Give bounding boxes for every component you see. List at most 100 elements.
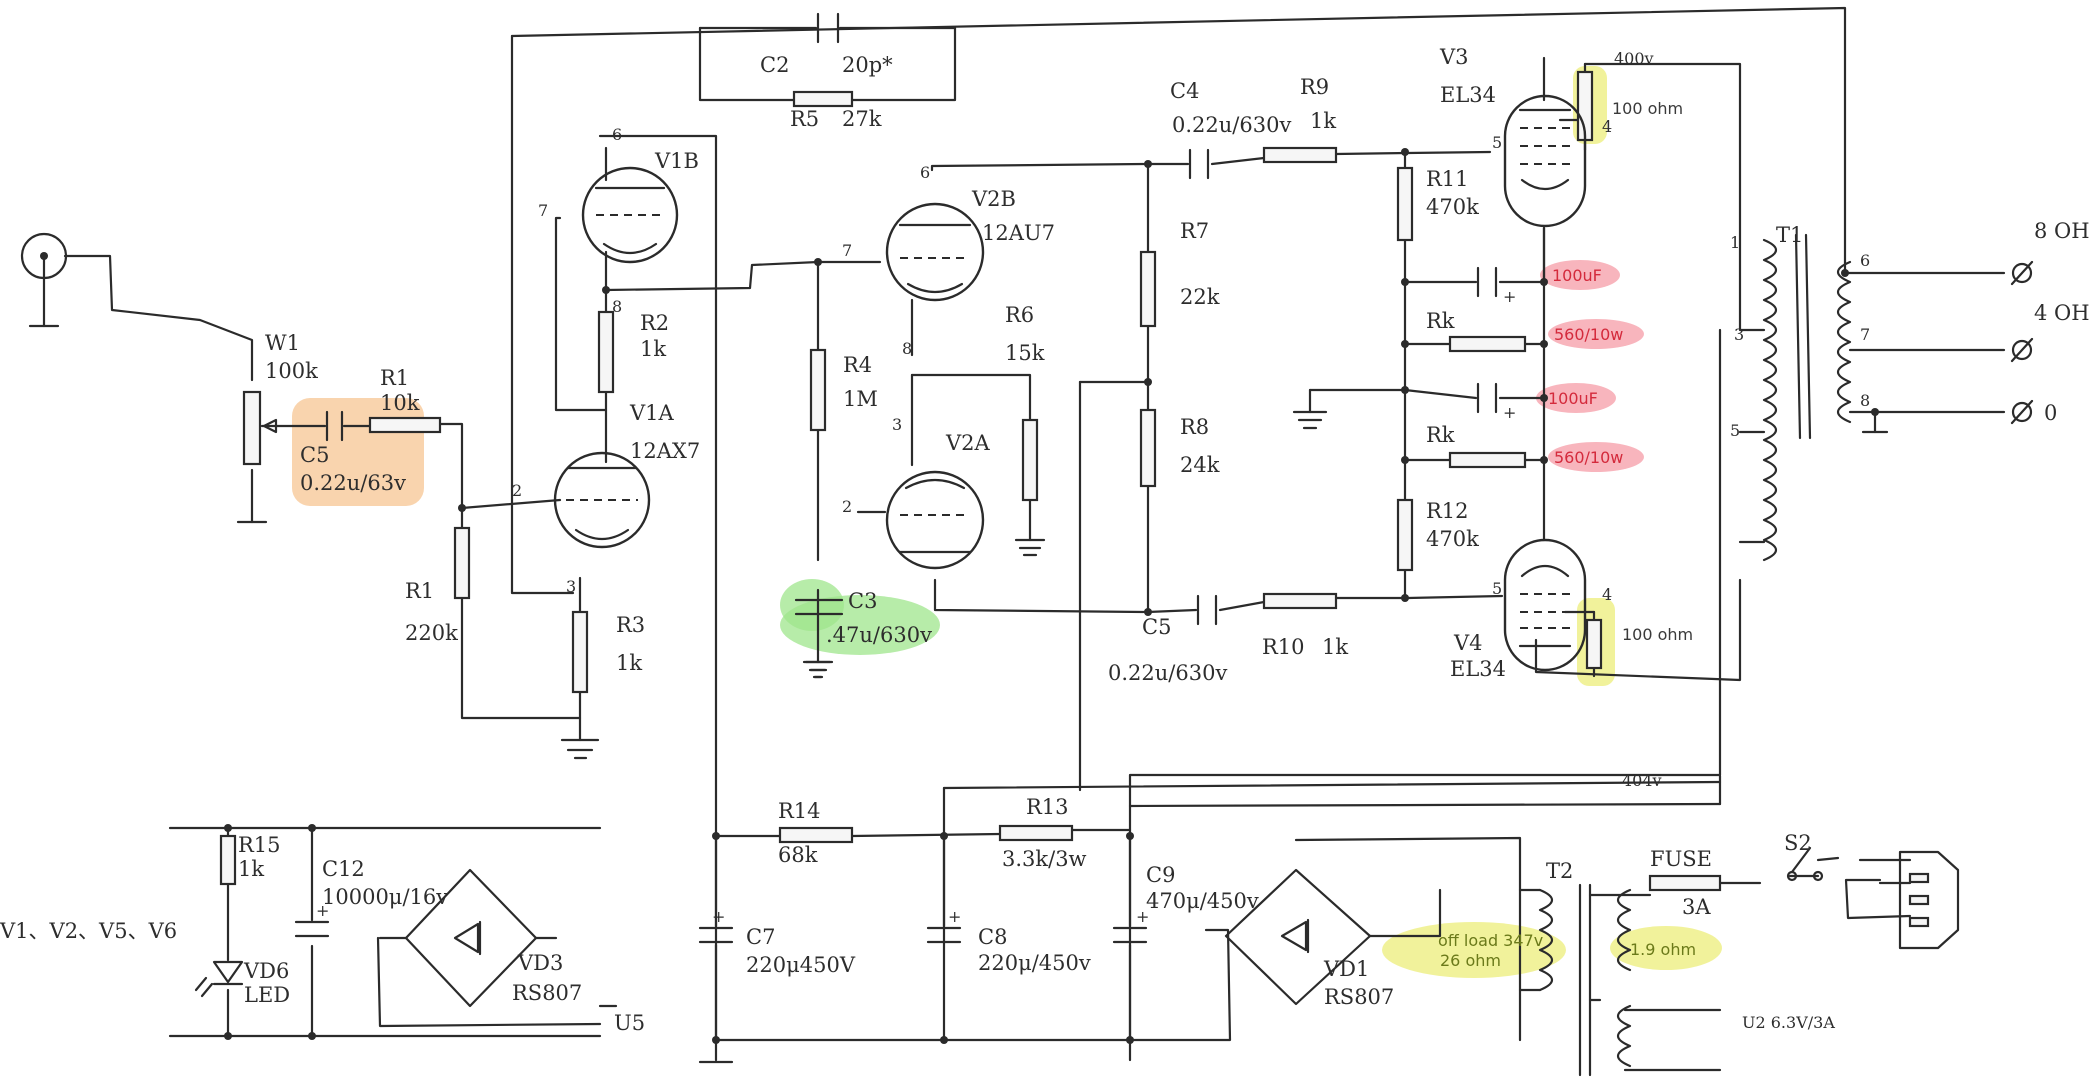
- label-c9: C9: [1146, 863, 1175, 887]
- polarity-plus-2: +: [1503, 403, 1516, 422]
- label-c8: C8: [978, 925, 1007, 949]
- label-c12: C12: [322, 857, 365, 881]
- note-t2-primary: off load 347v: [1438, 931, 1543, 950]
- highlight-rk-top2: [1548, 442, 1644, 472]
- pin-v3-4: 4: [1602, 117, 1612, 136]
- label-r9: R9: [1300, 75, 1329, 99]
- label-vd3-value: RS807: [512, 981, 582, 1005]
- resistor-rk1: [1448, 335, 1527, 353]
- note-screen-v4: 100 ohm: [1622, 625, 1693, 644]
- resistor-r4: [809, 348, 827, 432]
- label-v1a: V1A: [629, 401, 675, 425]
- capacitor-c3: [794, 598, 844, 616]
- label-v1a-type: 12AX7: [630, 439, 700, 463]
- label-v2b: V2B: [971, 187, 1016, 211]
- label-v4-type: EL34: [1450, 657, 1506, 681]
- pin-v2b-8: 8: [902, 339, 912, 358]
- label-v1b: V1B: [654, 149, 699, 173]
- resistor-r11: [1396, 166, 1414, 242]
- label-r14-value: 68k: [778, 843, 818, 867]
- label-u5: U5: [614, 1011, 645, 1035]
- pin-v4-4: 4: [1602, 585, 1612, 604]
- label-400v: 400v: [1614, 49, 1654, 68]
- note-t2-primary-r: 26 ohm: [1440, 951, 1501, 970]
- label-r10: R10: [1262, 635, 1305, 659]
- highlight-cap-top1: [1540, 260, 1620, 290]
- resistor-r7: [1139, 250, 1157, 328]
- label-r13-value: 3.3k/3w: [1002, 847, 1087, 871]
- capacitors: + + + + + +: [294, 12, 1516, 944]
- pin-v1a-3: 3: [566, 577, 576, 596]
- label-heaters: V1、V2、V5、V6: [0, 919, 177, 943]
- label-c5-coupling-value: 0.22u/630v: [1108, 661, 1227, 685]
- label-rk1: Rk: [1426, 309, 1455, 333]
- pin-t1-7: 7: [1860, 325, 1870, 344]
- label-out-8: 8 OH: [2034, 219, 2089, 243]
- label-404v: 404v: [1622, 771, 1662, 790]
- label-t2: T2: [1546, 859, 1573, 883]
- input-jack[interactable]: [20, 232, 68, 280]
- annotation-notes: 100 ohm 100 ohm 100uF 560/10w 100uF 560/…: [1438, 99, 1696, 970]
- label-r2: R2: [640, 311, 669, 335]
- tube-v4: [1503, 538, 1587, 672]
- label-r15-value: 1k: [238, 857, 264, 881]
- label-r11-value: 470k: [1426, 195, 1479, 219]
- label-r13: R13: [1026, 795, 1069, 819]
- resistor-r2: [597, 310, 615, 394]
- label-r4: R4: [843, 353, 872, 377]
- resistors: [219, 70, 1603, 886]
- capacitor-c4: [1188, 148, 1210, 180]
- label-fuse: FUSE: [1650, 847, 1712, 871]
- resistor-r3: [571, 610, 589, 694]
- potentiometer-w1[interactable]: [242, 390, 278, 466]
- transformer-t2: [1538, 883, 1722, 1077]
- pin-v2a-2: 2: [842, 497, 852, 516]
- capacitor-c9: [1112, 926, 1148, 944]
- polarity-plus-c8: +: [948, 907, 961, 926]
- label-r7: R7: [1180, 219, 1209, 243]
- component-labels: C2 20p* R5 27k V1B V1A 12AX7 W1 100k R1 …: [0, 45, 2089, 1035]
- note-rk-top2: 560/10w: [1554, 448, 1623, 467]
- label-r7-value: 22k: [1180, 285, 1220, 309]
- label-out-0: 0: [2044, 401, 2057, 425]
- pin-v3-5: 5: [1492, 133, 1502, 152]
- label-r2-value: 1k: [640, 337, 666, 361]
- ground-symbols: [804, 660, 832, 679]
- label-v4: V4: [1453, 631, 1483, 655]
- resistor-r8: [1139, 408, 1157, 488]
- label-r5: R5: [790, 107, 819, 131]
- label-v3: V3: [1439, 45, 1469, 69]
- junction-dots: [224, 148, 1879, 1044]
- label-c5-coupling: C5: [1142, 615, 1171, 639]
- polarity-plus-c9: +: [1136, 907, 1149, 926]
- resistor-r6: [1021, 418, 1039, 502]
- pin-t1-1: 1: [1730, 233, 1740, 252]
- label-r8-value: 24k: [1180, 453, 1220, 477]
- tube-v2b: [885, 202, 985, 302]
- label-r6-value: 15k: [1005, 341, 1045, 365]
- pin-v1a-2: 2: [512, 481, 522, 500]
- resistor-r1-series: [368, 416, 442, 434]
- label-c9-value: 470μ/450v: [1146, 889, 1259, 913]
- polarity-plus-1: +: [1503, 287, 1516, 306]
- switch-s2[interactable]: [1786, 846, 1824, 882]
- pin-v1b-8: 8: [612, 297, 622, 316]
- output-terminals[interactable]: [2010, 260, 2034, 425]
- label-r3: R3: [616, 613, 645, 637]
- label-vd6: VD6: [243, 959, 289, 983]
- polarity-plus-c12: +: [316, 901, 329, 920]
- label-r5-value: 27k: [842, 107, 882, 131]
- label-c7-value: 220μ450V: [746, 953, 856, 977]
- pin-t1-5: 5: [1730, 421, 1740, 440]
- label-c12-value: 10000μ/16v: [322, 885, 448, 909]
- resistor-r15: [219, 834, 237, 886]
- pin-v1b-7: 7: [538, 201, 548, 220]
- capacitor-cathode-bottom: [1476, 382, 1498, 414]
- label-v3-type: EL34: [1440, 83, 1496, 107]
- capacitor-c5-coupling: [1196, 594, 1218, 626]
- label-c4: C4: [1170, 79, 1199, 103]
- highlight-cap-top2: [1536, 383, 1616, 413]
- label-c4-value: 0.22u/630v: [1172, 113, 1291, 137]
- capacitor-cathode-top: [1476, 266, 1498, 298]
- tube-v2a: [885, 470, 985, 570]
